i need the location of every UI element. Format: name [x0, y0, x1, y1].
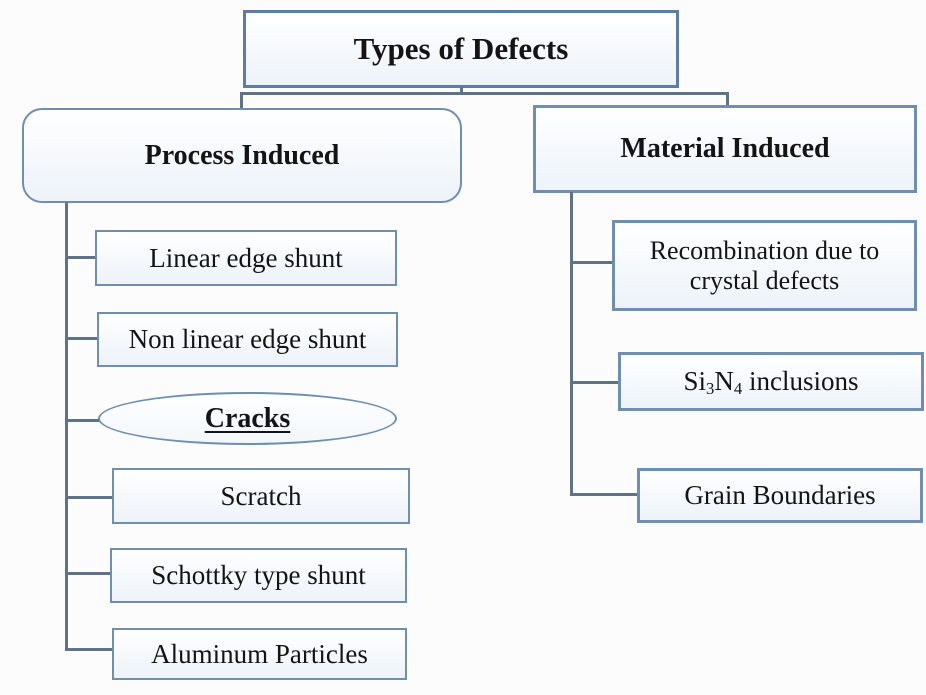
connector-stub-schottky [65, 572, 113, 575]
connector-stub-linear-edge-shunt [65, 256, 98, 259]
node-material-induced: Material Induced [533, 105, 917, 193]
node-aluminum-particles-label: Aluminum Particles [151, 638, 368, 669]
connector-stub-aluminum [65, 648, 115, 651]
node-linear-edge-shunt-label: Linear edge shunt [149, 242, 343, 273]
node-scratch-label: Scratch [220, 480, 302, 511]
connector-material-trunk [570, 192, 573, 496]
connector-process-trunk [65, 202, 68, 651]
node-non-linear-edge-shunt: Non linear edge shunt [97, 312, 398, 367]
node-process-induced-label: Process Induced [144, 139, 340, 171]
connector-stub-non-linear-edge-shunt [65, 337, 100, 340]
connector-bracket-horizontal [240, 92, 729, 95]
connector-stub-grain-boundaries [570, 493, 640, 496]
node-grain-boundaries: Grain Boundaries [637, 468, 923, 523]
connector-drop-process [240, 94, 243, 109]
node-types-of-defects: Types of Defects [243, 10, 679, 88]
node-linear-edge-shunt: Linear edge shunt [95, 230, 397, 286]
connector-stub-recombination [570, 261, 615, 264]
node-scratch: Scratch [112, 468, 410, 524]
connector-drop-material [726, 94, 729, 106]
node-process-induced: Process Induced [22, 108, 462, 203]
node-schottky-type-shunt: Schottky type shunt [110, 548, 407, 603]
node-grain-boundaries-label: Grain Boundaries [684, 480, 876, 511]
connector-stub-cracks [65, 419, 101, 422]
node-recombination-crystal-defects-label: Recombination due to crystal defects [649, 235, 880, 295]
node-recombination-crystal-defects: Recombination due to crystal defects [612, 220, 917, 311]
node-si3n4-inclusions: Si3N4 inclusions [618, 352, 924, 411]
node-schottky-type-shunt-label: Schottky type shunt [151, 560, 366, 591]
connector-stub-scratch [65, 496, 115, 499]
node-cracks-label: Cracks [204, 402, 291, 434]
node-aluminum-particles: Aluminum Particles [112, 628, 407, 680]
node-material-induced-label: Material Induced [620, 133, 830, 165]
node-cracks: Cracks [98, 392, 397, 445]
node-si3n4-inclusions-label: Si3N4 inclusions [683, 366, 859, 399]
node-types-of-defects-label: Types of Defects [353, 30, 569, 66]
connector-title-stub [460, 87, 463, 94]
connector-stub-si3n4 [570, 381, 621, 384]
node-non-linear-edge-shunt-label: Non linear edge shunt [128, 324, 367, 355]
